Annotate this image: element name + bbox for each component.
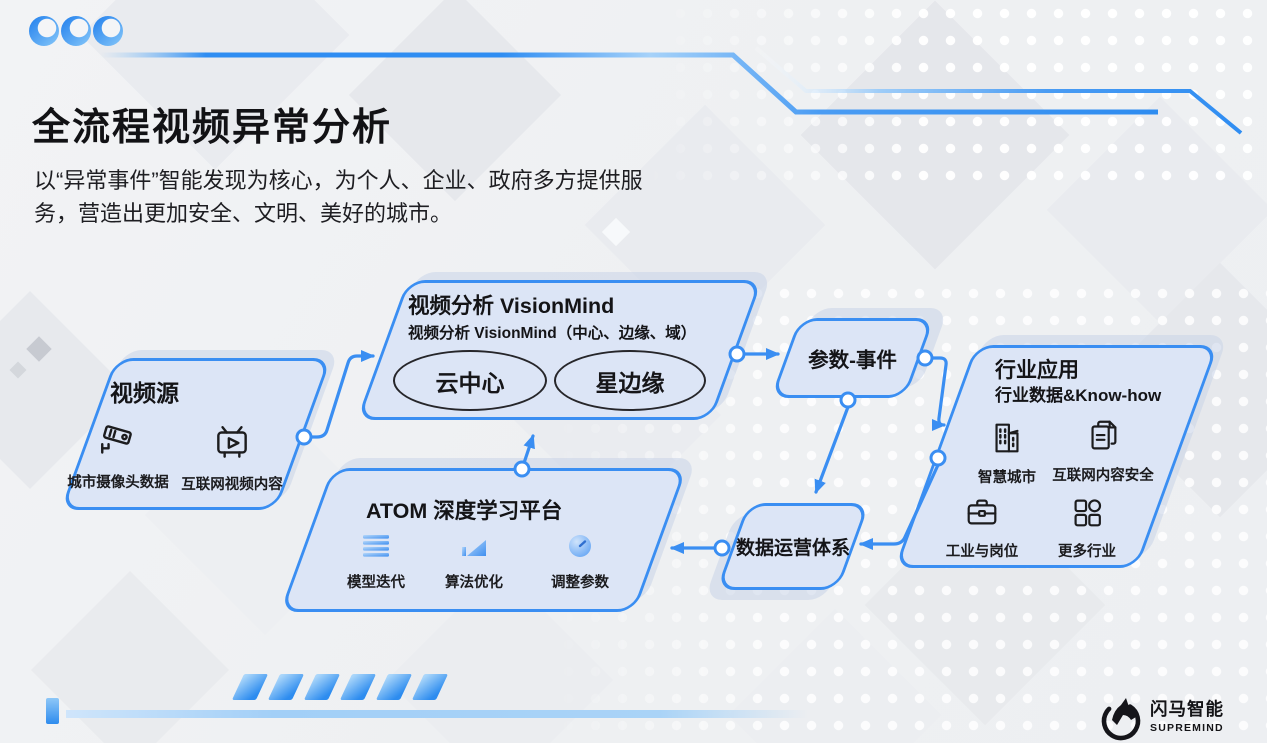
- item-label: 模型迭代: [347, 575, 405, 591]
- stacked-bars-icon: [361, 532, 391, 562]
- video-source-item: 互联网视频内容: [174, 422, 290, 494]
- box-title: 数据运营体系: [735, 538, 850, 559]
- item-label: 调整参数: [551, 575, 609, 591]
- tv-play-icon: [211, 422, 253, 464]
- page-subtitle: 以“异常事件”智能发现为核心，为个人、企业、政府多方提供服 务，营造出更加安全、…: [34, 164, 643, 230]
- bg-dot-pattern: [640, 0, 1267, 195]
- box-title: 视频分析 VisionMind: [408, 294, 615, 318]
- ramp-chart-icon: [459, 532, 489, 562]
- app-grid-icon: [1068, 493, 1106, 531]
- star-edge-node: 星边缘: [554, 350, 706, 411]
- subtitle-line-2: 务，营造出更加安全、文明、美好的城市。: [34, 201, 453, 226]
- deco-bottom-bar: [66, 710, 808, 718]
- deco-ring-icon: [29, 16, 59, 46]
- param-event-box: 参数-事件: [770, 308, 949, 398]
- deco-parallelogram: [303, 674, 341, 700]
- industry-apps-box: 行业应用 行业数据&Know-how: [894, 335, 1229, 568]
- cctv-camera-icon: [97, 420, 139, 462]
- box-title: 行业应用: [995, 359, 1079, 382]
- item-label: 城市摄像头数据: [67, 475, 169, 491]
- briefcase-icon: [963, 493, 1001, 531]
- item-label: 智慧城市: [978, 470, 1036, 486]
- industry-item: 更多行业: [1029, 493, 1145, 561]
- clock-icon: [565, 532, 595, 562]
- visionmind-box: 视频分析 VisionMind 视频分析 VisionMind（中心、边缘、域）…: [356, 272, 773, 420]
- industry-item: 工业与岗位: [924, 493, 1040, 561]
- page-title: 全流程视频异常分析: [32, 107, 393, 149]
- item-label: 工业与岗位: [945, 544, 1019, 560]
- deco-parallelogram: [231, 674, 269, 700]
- item-label: 互联网内容安全: [1052, 468, 1154, 484]
- deco-parallelogram: [267, 674, 305, 700]
- atom-item: 调整参数: [522, 532, 638, 592]
- deco-ring-icon: [93, 16, 123, 46]
- brand-text: 闪马智能 SUPREMIND: [1150, 699, 1224, 734]
- atom-item: 模型迭代: [318, 532, 434, 592]
- deco-ring-icon: [61, 16, 91, 46]
- industry-item: 互联网内容安全: [1045, 417, 1161, 485]
- item-label: 互联网视频内容: [181, 477, 283, 493]
- cloud-center-node: 云中心: [393, 350, 547, 411]
- secure-documents-icon: [1084, 417, 1122, 455]
- subtitle-line-1: 以“异常事件”智能发现为核心，为个人、企业、政府多方提供服: [34, 168, 643, 193]
- box-title: 参数-事件: [808, 349, 897, 372]
- industry-item: 智慧城市: [949, 419, 1065, 487]
- box-subtitle: 行业数据&Know-how: [995, 386, 1162, 405]
- box-title: 视频源: [110, 380, 179, 406]
- box-subtitle: 视频分析 VisionMind（中心、边缘、域）: [408, 325, 697, 342]
- box-title: ATOM 深度学习平台: [366, 499, 563, 523]
- brand-name-cn: 闪马智能: [1150, 699, 1224, 719]
- video-source-box: 视频源 城市摄像头数据: [60, 350, 340, 510]
- deco-accent-bar: [46, 698, 59, 724]
- deco-parallelogram: [339, 674, 377, 700]
- video-source-item: 城市摄像头数据: [60, 420, 176, 492]
- brand-name-en: SUPREMIND: [1150, 721, 1224, 734]
- item-label: 算法优化: [445, 575, 503, 591]
- data-operations-box: 数据运营体系: [704, 503, 870, 600]
- supremind-logo-icon: [1101, 698, 1141, 741]
- atom-item: 算法优化: [416, 532, 532, 592]
- atom-platform-box: ATOM 深度学习平台 模型迭代: [279, 458, 698, 612]
- building-icon: [988, 419, 1026, 457]
- item-label: 更多行业: [1058, 544, 1116, 560]
